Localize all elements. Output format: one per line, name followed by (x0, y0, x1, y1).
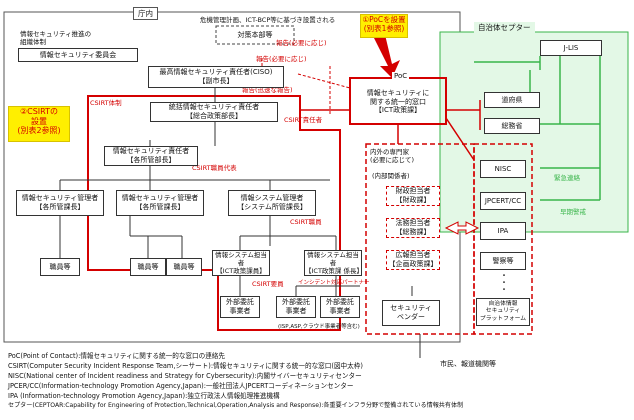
system-staff-box-2: 情報システム担当者 【ICT政策課 係長】 (304, 250, 363, 276)
jpcert-box: JPCERT/CC (480, 192, 526, 210)
employee-box-3: 職員等 (166, 258, 202, 276)
manager-box-2: 情報セキュリティ管理者 【各所管課長】 (116, 190, 204, 216)
callout-csirt: ②CSIRTの 設置 (別表2参照) (8, 106, 70, 142)
external-frame (473, 143, 533, 335)
hq-box: 対策本部等 (237, 30, 273, 39)
outsource-box-2: 外部委託 事業者 (276, 296, 316, 318)
system-manager-box: 情報システム管理者 【システム所管課長】 (228, 190, 316, 216)
outsource-box-3: 外部委託 事業者 (320, 296, 360, 318)
jlis-box: J-LIS (540, 40, 602, 56)
pr-box: 広報担当者 【企画政策課】 (386, 250, 440, 270)
poc-label: PoC (392, 72, 410, 81)
label-report-if-needed: 報告(必要に応じ) (276, 39, 327, 47)
label-csirt-member2: CSIRT職員 (290, 218, 322, 226)
hq-border (215, 25, 295, 45)
committee-box: 情報セキュリティ委員会 (18, 48, 138, 62)
security-manager-box: 情報セキュリティ責任者 【各所管部長】 (104, 146, 198, 166)
label-report-if-needed-2: 報告(必要に応じ) (256, 55, 307, 63)
ipa-box: IPA (480, 222, 526, 240)
ellipsis-dots: ・・・ (500, 271, 508, 295)
expert-inner-label: (内部関係者) (372, 172, 410, 180)
septer-region-title: 自治体セプター (474, 22, 535, 33)
double-arrow (444, 221, 480, 235)
label-csirt-system: CSIRT体制 (90, 99, 122, 107)
legend-line-4: JPCER/CC(Information-technology Promotio… (8, 382, 354, 390)
committee-note: 情報セキュリティ推進の 組織体制 (20, 30, 92, 47)
outsource-note: (ISP,ASP,クラウド事業者等含む) (278, 324, 360, 330)
label-urgent: 緊急連絡 (554, 174, 580, 182)
police-box: 警察等 (480, 252, 526, 270)
finance-box: 財政担当者 【財政課】 (386, 186, 440, 206)
legend-line-3: NISC(National center of Incident readine… (8, 372, 362, 380)
legend-line-1: PoC(Point of Contact):情報セキュリティに関する統一的な窓口… (8, 352, 225, 360)
vendor-box: セキュリティ ベンダー (382, 300, 440, 326)
ciso-box: 最高情報セキュリティ責任者(CISO) 【副市長】 (148, 66, 284, 88)
legal-box: 法務担当者 【総務課】 (386, 218, 440, 238)
unified-manager-box: 統括情報セキュリティ責任者 【総合政策部長】 (150, 102, 278, 122)
legend-line-6: セプター(CEPTOAR:Capability for Engineering … (8, 402, 464, 409)
label-csirt-staff: CSIRT要員 (252, 280, 284, 288)
label-incident: インシデント対応パートナー (298, 280, 370, 286)
label-early: 早期警戒 (560, 208, 586, 216)
legend-line-5: IPA (Information-technology Promotion Ag… (8, 392, 280, 400)
top-note: 危機管理計画、ICT-BCP等に基づき設置される (200, 16, 336, 24)
callout-poc: ①PoCを設置 (別表1参照) (360, 14, 408, 38)
manager-box-1: 情報セキュリティ管理者 【各所管課長】 (16, 190, 104, 216)
press-label: 市民、報道機関等 (440, 360, 496, 368)
employee-box-2: 職員等 (130, 258, 166, 276)
label-csirt-member1: CSIRT職員代表 (192, 164, 237, 172)
nisc-box: NISC (480, 160, 526, 178)
label-csirt-responsible: CSIRT責任者 (284, 116, 323, 124)
expert-title: 内外の専門家 (必要に応じて) (370, 148, 415, 165)
platform-box: 自治体情報 セキュリティ プラットフォーム (476, 298, 530, 326)
prefecture-box: 道府県 (484, 92, 540, 108)
inside-region-title: 庁内 (133, 7, 158, 20)
employee-box-1: 職員等 (40, 258, 80, 276)
system-staff-box-1: 情報システム担当者 【ICT政策課員】 (212, 250, 270, 276)
poc-desc: 情報セキュリティに 関する統一的窓口 【ICT政策課】 (366, 88, 430, 115)
label-report-immediate: 報告(迅速な報告) (242, 86, 293, 94)
outsource-box-1: 外部委託 事業者 (220, 296, 260, 318)
mic-box: 総務省 (484, 118, 540, 134)
legend-line-2: CSIRT(Computer Security Incident Respons… (8, 362, 363, 370)
